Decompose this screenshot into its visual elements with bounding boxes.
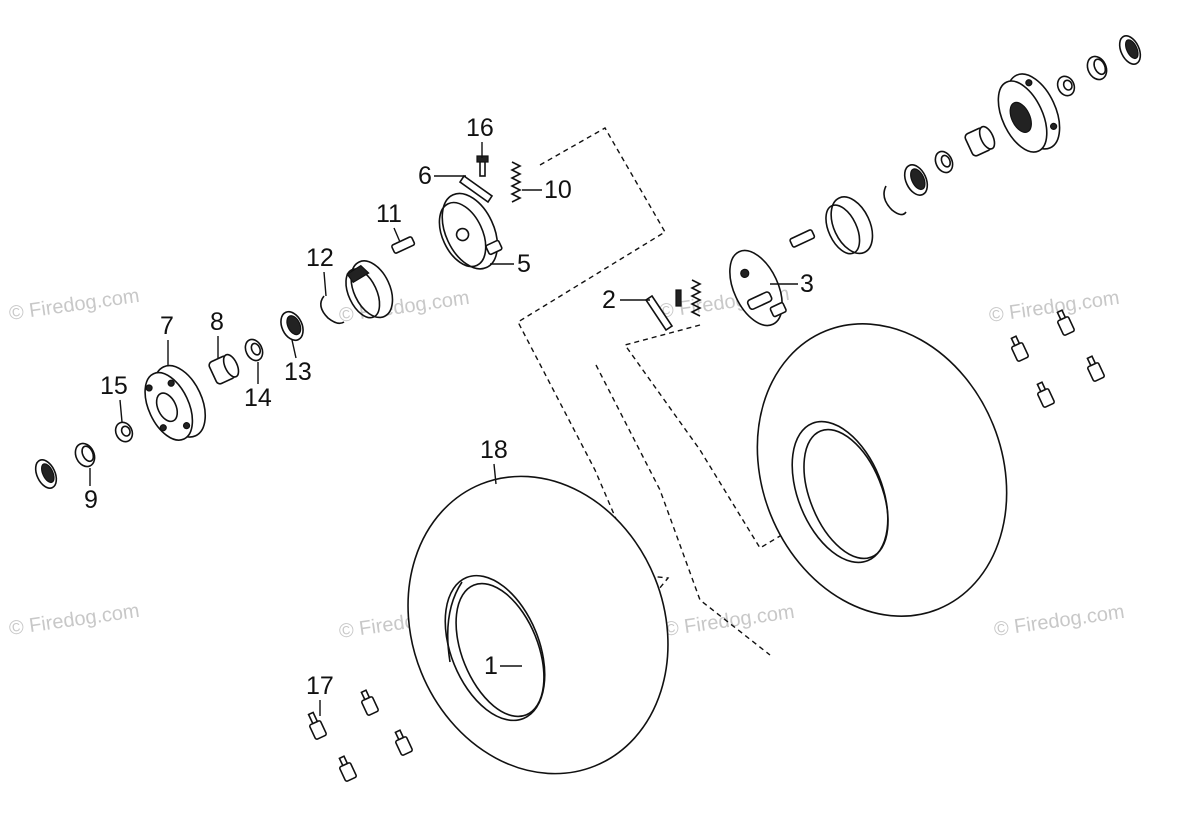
callout-6: 6 bbox=[418, 162, 432, 190]
callout-7: 7 bbox=[160, 312, 174, 340]
brake-shoe-left bbox=[345, 260, 394, 319]
callout-10: 10 bbox=[544, 176, 572, 204]
washer-14 bbox=[244, 338, 264, 362]
leader-15 bbox=[119, 399, 123, 423]
right-axle-assembly bbox=[644, 35, 1142, 332]
bearing-right bbox=[903, 164, 929, 196]
callout-15: 15 bbox=[100, 372, 128, 400]
callouts: 16 6 10 11 5 12 7 8 15 14 13 9 2 3 18 1 bbox=[84, 114, 814, 716]
cam-lever-6 bbox=[458, 174, 494, 204]
watermark-5: © Firedog.com bbox=[8, 600, 141, 640]
callout-17: 17 bbox=[306, 672, 334, 700]
callout-11: 11 bbox=[376, 200, 402, 228]
bearing-far-right bbox=[1086, 55, 1108, 81]
leader-13 bbox=[291, 339, 297, 359]
brake-panel-3 bbox=[729, 249, 787, 327]
callout-14: 14 bbox=[244, 384, 272, 412]
callout-9: 9 bbox=[84, 486, 98, 514]
guide-line-middle bbox=[595, 364, 771, 656]
oil-seal-left bbox=[34, 459, 58, 489]
bolt-right-c bbox=[1086, 355, 1105, 382]
bearing-13 bbox=[280, 310, 304, 342]
leader-11 bbox=[393, 227, 401, 243]
spring-10 bbox=[510, 161, 522, 203]
bolt-17d bbox=[338, 755, 357, 782]
assembly-guides bbox=[517, 127, 791, 656]
cam-bolt bbox=[675, 289, 682, 307]
wheel-bolts-left bbox=[307, 689, 413, 782]
spacer-8 bbox=[208, 353, 240, 385]
spacer-right bbox=[964, 125, 996, 157]
callout-5: 5 bbox=[517, 250, 531, 278]
bolt-17b bbox=[360, 689, 379, 716]
leader-12 bbox=[323, 271, 327, 297]
bolt-right-d bbox=[1036, 381, 1055, 408]
spring-right bbox=[690, 279, 702, 317]
nut-15 bbox=[114, 421, 134, 443]
bolt-right-b bbox=[1056, 309, 1075, 336]
washer-right bbox=[934, 150, 954, 174]
bolt-17c bbox=[394, 729, 413, 756]
callout-18: 18 bbox=[480, 436, 508, 464]
brake-panel-left bbox=[438, 192, 503, 270]
pin-right bbox=[789, 229, 816, 248]
bolt-right-a bbox=[1010, 335, 1029, 362]
callout-13: 13 bbox=[284, 358, 312, 386]
guide-line-upper bbox=[517, 127, 670, 601]
callout-2: 2 bbox=[602, 286, 616, 314]
bolt-16 bbox=[476, 155, 489, 177]
spring-12 bbox=[320, 295, 345, 325]
tire-right bbox=[756, 323, 1008, 617]
oil-seal-right bbox=[1118, 35, 1142, 65]
watermark-1: © Firedog.com bbox=[8, 285, 141, 325]
wheel-hub-7 bbox=[144, 364, 207, 441]
cam-lever-2 bbox=[644, 294, 674, 332]
watermark-8: © Firedog.com bbox=[993, 601, 1126, 641]
callout-8: 8 bbox=[210, 308, 224, 336]
wheel-hub-right bbox=[997, 73, 1061, 153]
callout-1: 1 bbox=[484, 652, 498, 680]
guide-line-right bbox=[623, 324, 791, 549]
watermark-7: © Firedog.com bbox=[663, 601, 796, 641]
callout-12: 12 bbox=[306, 244, 334, 272]
brake-shoe-right bbox=[825, 196, 874, 255]
bearing-9 bbox=[74, 442, 96, 468]
tire-left-18 bbox=[407, 475, 669, 775]
leader-18 bbox=[493, 463, 497, 485]
spring-clip-right bbox=[883, 185, 907, 216]
left-axle-assembly bbox=[34, 155, 522, 489]
callout-16: 16 bbox=[466, 114, 494, 142]
callout-3: 3 bbox=[800, 270, 814, 298]
pin-11 bbox=[391, 236, 416, 254]
wheel-bolts-right bbox=[1010, 309, 1105, 408]
nut-right bbox=[1056, 75, 1076, 97]
bolt-17a bbox=[307, 711, 327, 740]
watermark-4: © Firedog.com bbox=[988, 287, 1121, 327]
